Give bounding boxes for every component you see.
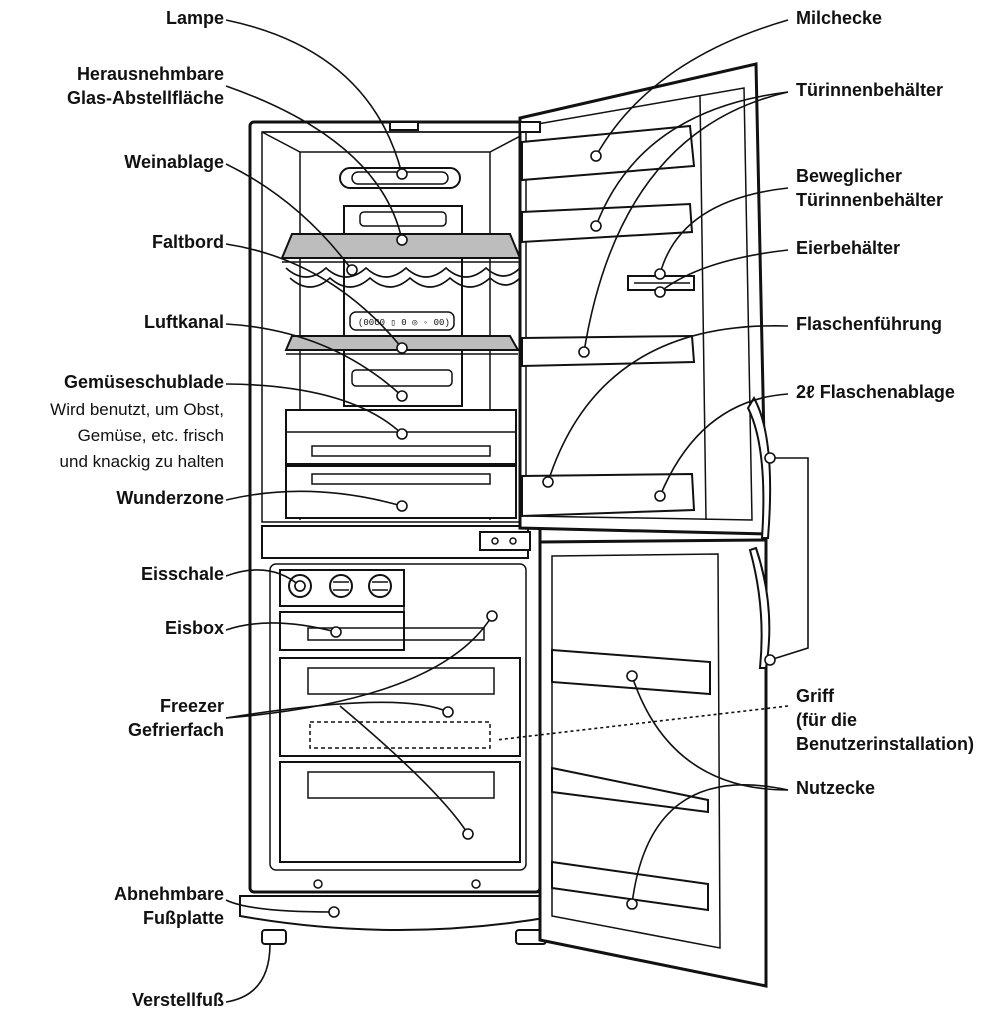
label-griff-line3: Benutzerinstallation): [796, 734, 975, 754]
wine-rack: [285, 266, 521, 288]
label-gemuese-desc1: Wird benutzt, um Obst,: [50, 400, 224, 419]
label-beweglich-line1: Beweglicher: [796, 166, 903, 186]
svg-text:(00C0 ▯ 0 ◎ ◦ 00): (00C0 ▯ 0 ◎ ◦ 00): [358, 318, 450, 328]
label-fussplatte-line1: Abnehmbare: [113, 884, 224, 904]
lower-door: [538, 538, 771, 988]
label-luftkanal: Luftkanal: [143, 312, 224, 332]
label-gemuese-desc3: und knackig zu halten: [59, 452, 224, 471]
label-lampe: Lampe: [165, 8, 224, 28]
label-wunderzone: Wunderzone: [116, 488, 224, 508]
label-verstellfuss: Verstellfuß: [131, 990, 224, 1010]
label-nutzecke: Nutzecke: [796, 778, 876, 798]
label-griff-line2: (für die: [796, 710, 857, 730]
label-glass-shelf-line2: Glas-Abstellfläche: [66, 88, 224, 108]
label-weinablage: Weinablage: [124, 152, 224, 172]
label-faltbord: Faltbord: [152, 232, 224, 252]
label-freezer-line2: Gefrierfach: [127, 720, 224, 740]
label-flaschenfuehrung: Flaschenführung: [796, 314, 943, 334]
label-tuerinnenbehaelter: Türinnenbehälter: [796, 80, 944, 100]
label-milchecke: Milchecke: [796, 8, 883, 28]
label-griff-line1: Griff: [796, 686, 834, 706]
label-beweglich-line2: Türinnenbehälter: [796, 190, 944, 210]
label-freezer-line1: Freezer: [159, 696, 224, 716]
label-glass-shelf-line1: Herausnehmbare: [76, 64, 224, 84]
label-fussplatte-line2: Fußplatte: [143, 908, 224, 928]
label-eisbox: Eisbox: [164, 618, 224, 638]
label-eierbehaelter: Eierbehälter: [796, 238, 901, 258]
label-gemuese-title: Gemüseschublade: [63, 372, 224, 392]
freezer-compartment: [269, 563, 527, 871]
label-flaschenablage: 2ℓ Flaschenablage: [796, 382, 955, 402]
leader-lines: [225, 19, 809, 1003]
upper-door: [518, 62, 772, 539]
label-gemuese-desc2: Gemüse, etc. frisch: [77, 426, 224, 445]
anchor-dots: [294, 150, 776, 918]
label-eisschale: Eisschale: [140, 564, 224, 584]
